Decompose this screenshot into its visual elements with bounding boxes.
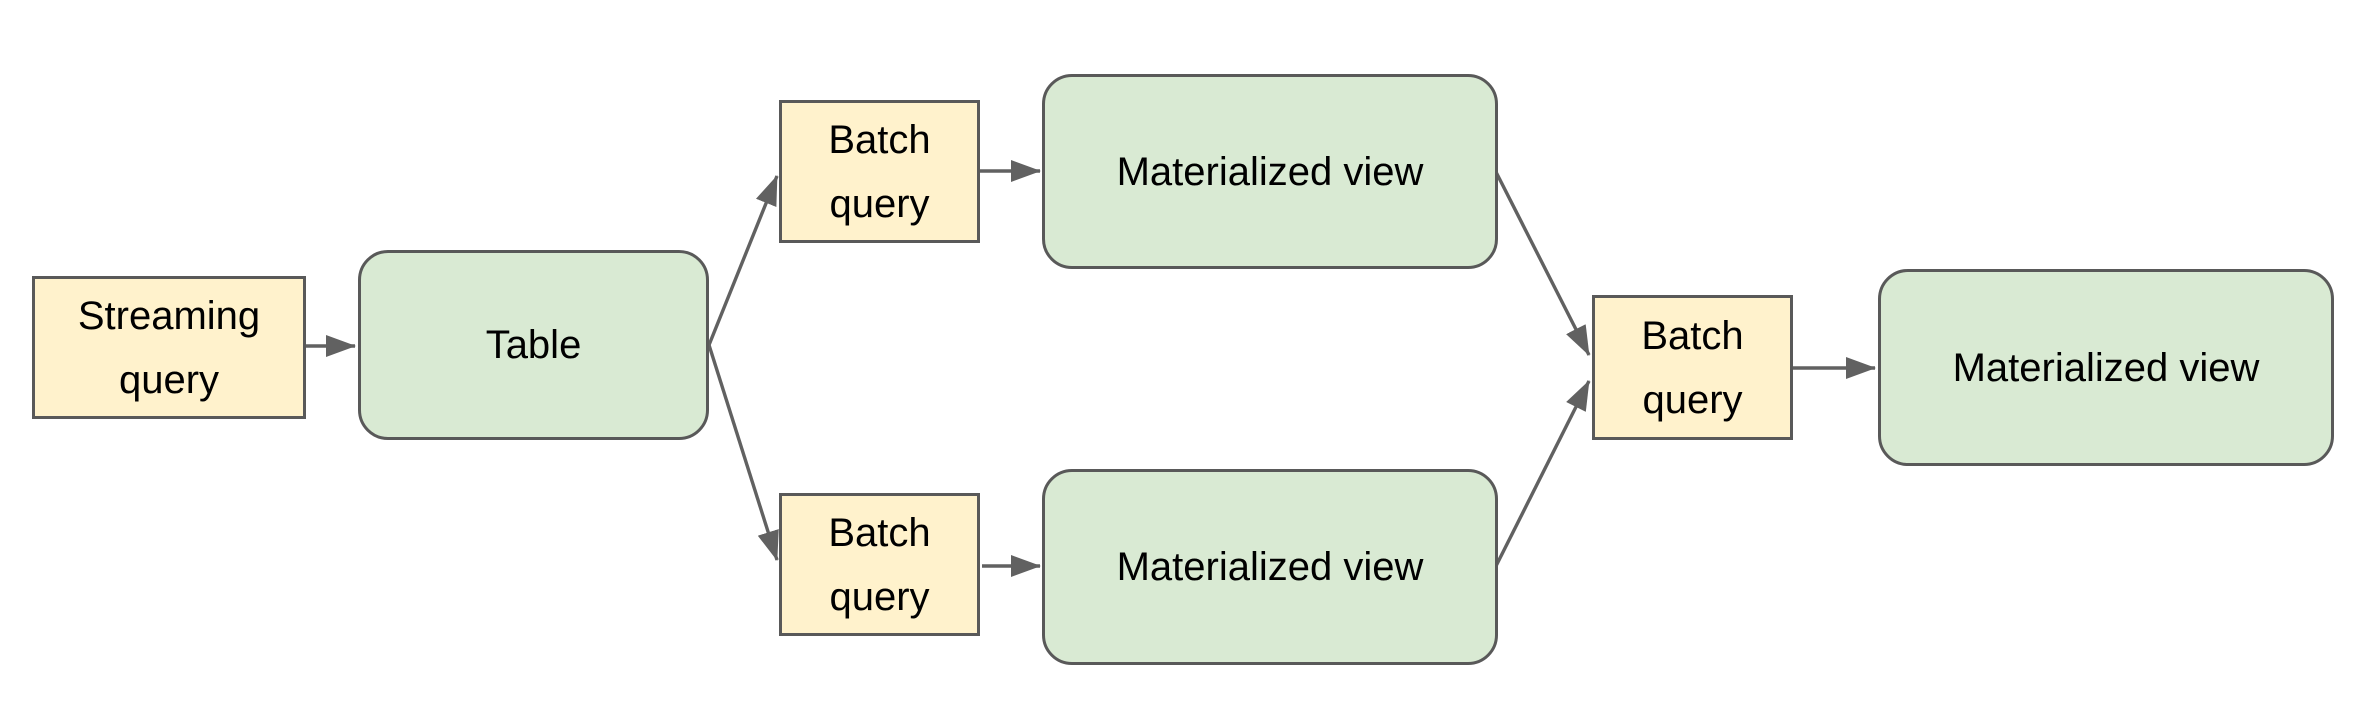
edge-table-to-batch-query-bottom [707, 344, 779, 561]
edge-table-to-batch-query-top [707, 175, 779, 346]
node-label-batch-query-top: Batch query [828, 117, 931, 226]
node-batch-query-top: Batch query [779, 100, 980, 243]
edge-materialized-view-top-to-batch-query-final [1494, 171, 1591, 356]
node-table: Table [358, 250, 709, 440]
edge-materialized-view-bottom-to-batch-query-final [1494, 380, 1591, 567]
node-materialized-view-final: Materialized view [1878, 269, 2334, 466]
node-materialized-view-top: Materialized view [1042, 74, 1498, 269]
node-label-materialized-view-bottom: Materialized view [1116, 545, 1424, 589]
node-batch-query-bottom: Batch query [779, 493, 980, 636]
node-label-batch-query-final: Batch query [1641, 313, 1744, 422]
node-materialized-view-bottom: Materialized view [1042, 469, 1498, 665]
node-label-materialized-view-final: Materialized view [1952, 345, 2260, 390]
node-label-materialized-view-top: Materialized view [1116, 149, 1424, 194]
node-label-streaming-query: Streaming query [77, 293, 261, 402]
node-streaming-query: Streaming query [32, 276, 306, 419]
node-label-table: Table [485, 323, 582, 367]
node-batch-query-final: Batch query [1592, 295, 1793, 440]
node-label-batch-query-bottom: Batch query [828, 510, 931, 619]
